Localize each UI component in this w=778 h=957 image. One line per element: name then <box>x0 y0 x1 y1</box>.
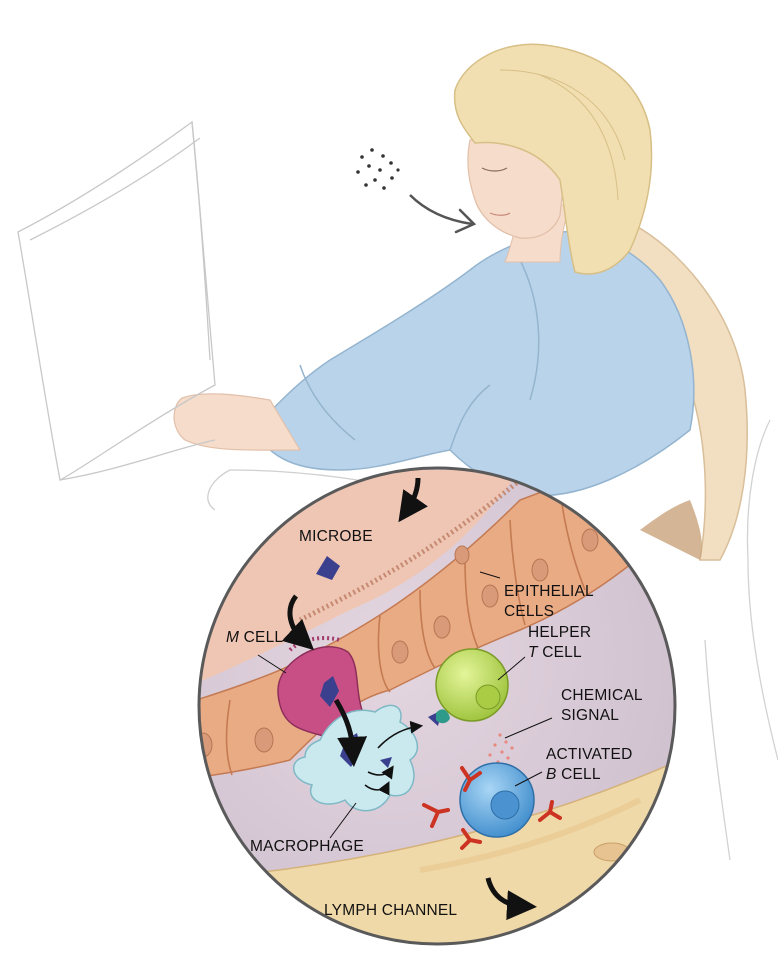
label-macrophage: MACROPHAGE <box>250 837 364 857</box>
shirt <box>255 232 694 496</box>
label-m-cell: M CELL <box>226 628 283 648</box>
inhale-arrow <box>410 195 472 224</box>
airborne-microbes <box>356 148 399 190</box>
label-microbe: MICROBE <box>299 527 373 547</box>
helper-t-cell <box>436 649 508 721</box>
label-lymph-channel: LYMPH CHANNEL <box>324 901 457 921</box>
